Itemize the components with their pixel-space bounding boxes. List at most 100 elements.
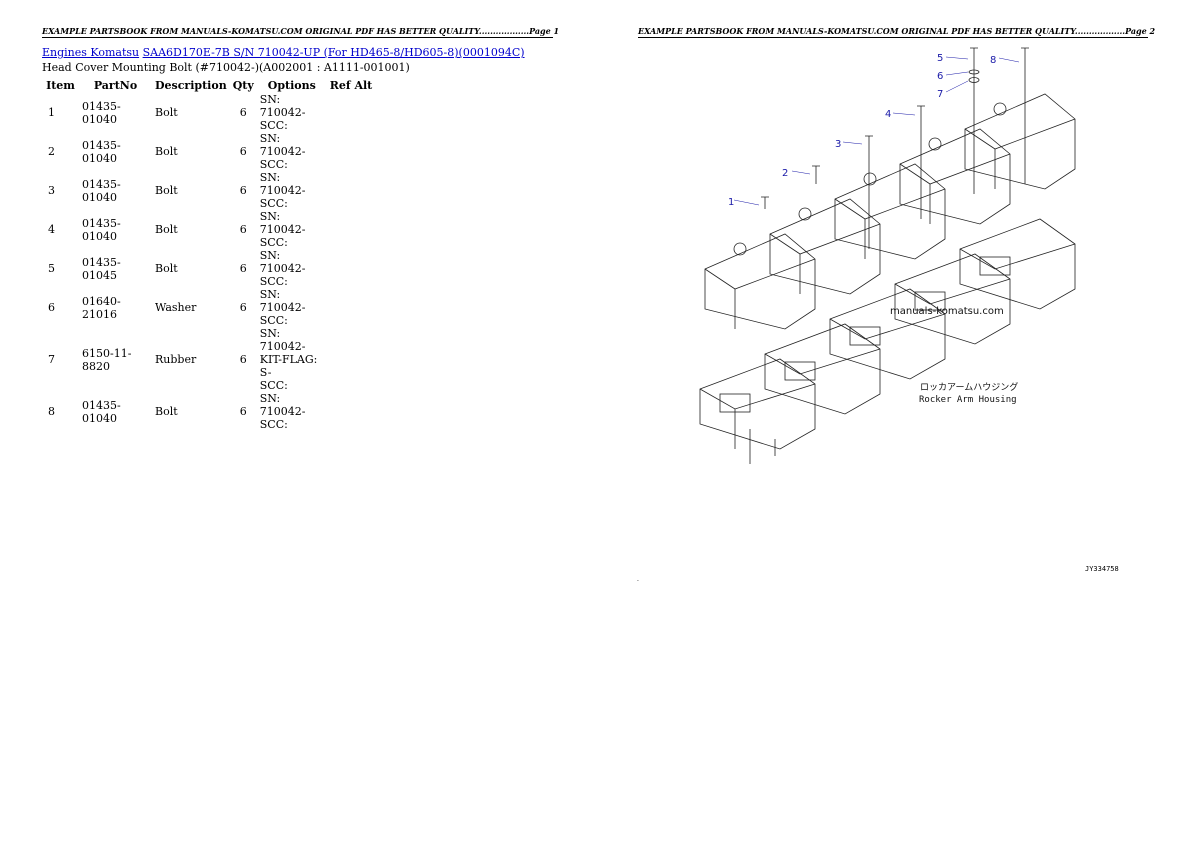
cell-item: 4: [48, 223, 55, 236]
callout-2: 2: [782, 168, 788, 179]
cell-description: Bolt: [155, 184, 178, 197]
option-line: SCC:: [259, 158, 288, 171]
option-line: SCC:: [259, 197, 288, 210]
label-rocker-arm-housing: Rocker Arm Housing: [919, 395, 1017, 405]
table-row: 5 01435-01045 Bolt 6 SN: 710042-SCC:: [42, 249, 375, 288]
cell-partno: 01435-01040: [82, 138, 121, 165]
cell-refalt: [327, 210, 376, 249]
option-line: SN: 710042-: [259, 249, 306, 275]
cell-item: 8: [48, 405, 55, 418]
cell-options: SN: 710042-SCC:: [257, 288, 327, 327]
watermark: manuals-komatsu.com: [890, 306, 1004, 317]
page-header-2: EXAMPLE PARTSBOOK FROM MANUALS-KOMATSU.C…: [638, 26, 1156, 38]
cell-item: 1: [48, 106, 55, 119]
cell-partno: 6150-11-8820: [82, 346, 132, 373]
cell-refalt: [327, 171, 376, 210]
col-header-refalt: Ref Alt: [329, 78, 373, 92]
col-header-qty: Qty: [232, 78, 254, 92]
table-row: 7 6150-11-8820 Rubber 6 SN: 710042-KIT-F…: [42, 327, 375, 392]
page-title: Head Cover Mounting Bolt (#710042-)(A002…: [42, 61, 410, 74]
cell-partno: 01435-01040: [82, 216, 121, 243]
option-line: SCC:: [259, 119, 288, 132]
cell-qty: 6: [239, 353, 247, 366]
col-header-partno: PartNo: [93, 78, 138, 92]
cell-refalt: [327, 327, 376, 392]
cell-partno: 01435-01040: [82, 398, 121, 425]
option-line: SCC:: [259, 275, 288, 288]
callout-5: 5: [937, 53, 943, 64]
option-line: SN: 710042-: [259, 93, 306, 119]
cell-description: Bolt: [155, 145, 178, 158]
label-japanese: ロッカアームハウジング: [920, 381, 1018, 393]
breadcrumb-link-model[interactable]: SAA6D170E-7B S/N 710042-UP (For HD465-8/…: [142, 46, 525, 59]
rocker-arm-housing-drawing: [699, 93, 1076, 464]
col-header-description: Description: [155, 78, 227, 92]
cell-refalt: [327, 392, 376, 431]
cell-options: SN: 710042-SCC:: [257, 249, 327, 288]
footer-dot: .: [637, 576, 639, 583]
table-row: 6 01640-21016 Washer 6 SN: 710042-SCC:: [42, 288, 375, 327]
option-line: SCC:: [259, 418, 288, 431]
cell-options: SN: 710042-SCC:: [257, 171, 327, 210]
option-line: SCC:: [259, 314, 288, 327]
table-row: 4 01435-01040 Bolt 6 SN: 710042-SCC:: [42, 210, 375, 249]
breadcrumb-link-engines[interactable]: Engines Komatsu: [42, 46, 140, 59]
option-line: SN: 710042-: [259, 171, 306, 197]
option-line: SN: 710042-: [259, 392, 306, 418]
option-line: SN: 710042-: [259, 132, 306, 158]
cell-qty: 6: [239, 223, 247, 236]
bolts-drawing: [761, 47, 1029, 249]
callouts: 1 2 3 4 5 6 7 8: [728, 53, 996, 208]
option-line: SN: 710042-: [259, 288, 306, 314]
cell-partno: 01640-21016: [82, 294, 121, 321]
option-line: SCC:: [259, 236, 288, 249]
col-header-options: Options: [267, 78, 316, 92]
cell-qty: 6: [239, 106, 247, 119]
cell-partno: 01435-01040: [82, 99, 121, 126]
cell-item: 6: [48, 301, 55, 314]
callout-7: 7: [937, 89, 943, 100]
cell-refalt: [327, 288, 376, 327]
cell-partno: 01435-01040: [82, 177, 121, 204]
cell-refalt: [327, 93, 376, 132]
callout-1: 1: [728, 197, 734, 208]
option-line: KIT-FLAG: S-: [259, 353, 318, 379]
cell-item: 2: [48, 145, 55, 158]
cell-options: SN: 710042-SCC:: [257, 93, 327, 132]
callout-4: 4: [885, 109, 891, 120]
cell-qty: 6: [239, 262, 247, 275]
cell-item: 7: [48, 353, 55, 366]
cell-qty: 6: [239, 301, 247, 314]
table-row: 3 01435-01040 Bolt 6 SN: 710042-SCC:: [42, 171, 375, 210]
cell-refalt: [327, 249, 376, 288]
cell-partno: 01435-01045: [82, 255, 121, 282]
cell-description: Bolt: [155, 262, 178, 275]
leader-lines: [733, 56, 1020, 206]
breadcrumb: Engines Komatsu SAA6D170E-7B S/N 710042-…: [42, 46, 525, 59]
cell-options: SN: 710042-SCC:: [257, 392, 327, 431]
cell-description: Bolt: [155, 106, 178, 119]
table-header-row: Item PartNo Description Qty Options Ref …: [42, 77, 375, 93]
callout-8: 8: [990, 55, 996, 66]
callout-3: 3: [835, 139, 841, 150]
table-row: 8 01435-01040 Bolt 6 SN: 710042-SCC:: [42, 392, 375, 431]
cell-qty: 6: [239, 145, 247, 158]
option-line: SCC:: [259, 379, 288, 392]
cell-refalt: [327, 132, 376, 171]
cell-item: 3: [48, 184, 55, 197]
cell-description: Bolt: [155, 223, 178, 236]
cell-qty: 6: [239, 184, 247, 197]
parts-diagram: 1 2 3 4 5 6 7 8 manuals-komatsu.com ロッカア…: [699, 47, 1076, 464]
cell-options: SN: 710042-KIT-FLAG: S-SCC:: [257, 327, 327, 392]
page-header-1: EXAMPLE PARTSBOOK FROM MANUALS-KOMATSU.C…: [42, 26, 560, 38]
cell-description: Rubber: [155, 353, 197, 366]
option-line: SN: 710042-: [259, 210, 306, 236]
cell-item: 5: [48, 262, 55, 275]
table-row: 1 01435-01040 Bolt 6 SN: 710042-SCC:: [42, 93, 375, 132]
cell-qty: 6: [239, 405, 247, 418]
cell-options: SN: 710042-SCC:: [257, 132, 327, 171]
figure-code: JY334758: [1085, 565, 1119, 573]
cell-description: Bolt: [155, 405, 178, 418]
col-header-item: Item: [46, 78, 75, 92]
option-line: SN: 710042-: [259, 327, 306, 353]
